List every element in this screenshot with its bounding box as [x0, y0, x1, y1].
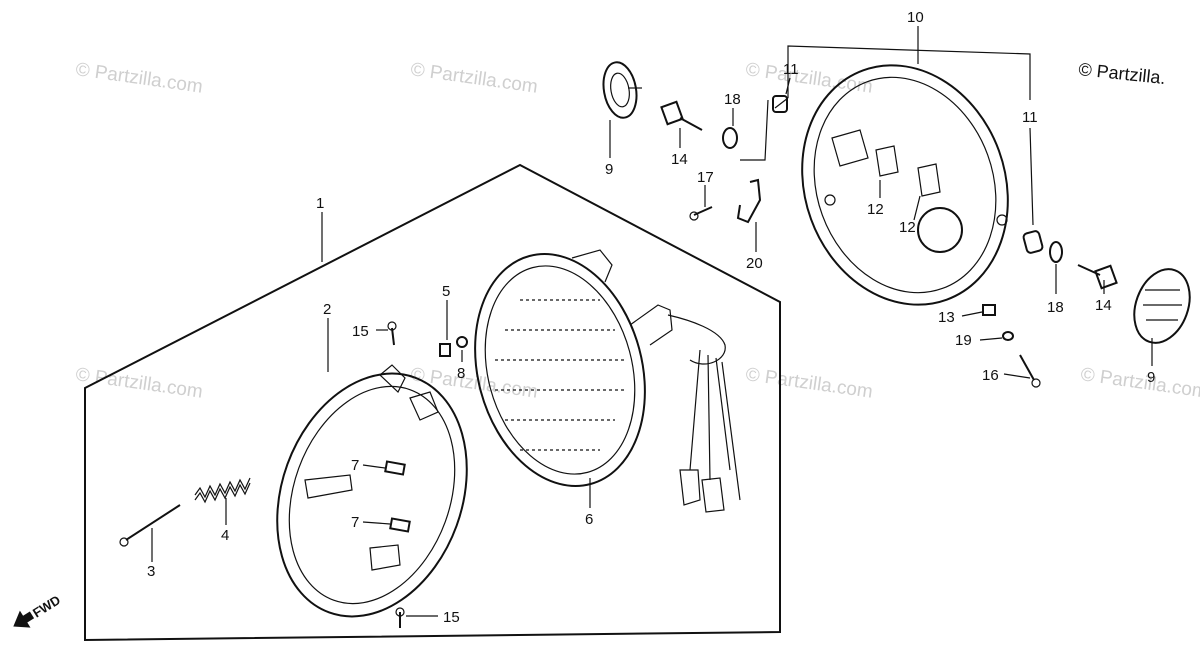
washer-8	[456, 336, 468, 348]
label-part-7a: 7	[351, 457, 359, 474]
bracket-11-right-drop	[1029, 127, 1034, 226]
label-part-14b: 14	[1095, 297, 1112, 314]
washer-18-right	[1049, 241, 1063, 263]
label-part-18b: 18	[1047, 299, 1064, 316]
part-labels: 1 2 3 4 5 6 7 7 8 9 9 10 11 11 12 12 13 …	[147, 9, 1155, 626]
watermark-3: © Partzilla.com	[744, 59, 874, 98]
label-part-11a: 11	[783, 61, 799, 78]
leader-7b	[362, 521, 391, 525]
label-part-5: 5	[442, 283, 450, 300]
bolt-14-right	[1077, 264, 1118, 290]
label-part-19: 19	[955, 332, 972, 349]
label-part-20: 20	[746, 255, 763, 272]
fwd-arrow-icon	[13, 610, 35, 628]
fwd-indicator: FWD	[13, 592, 63, 628]
label-part-12a: 12	[867, 201, 884, 218]
screw-16	[1019, 354, 1041, 388]
label-part-18a: 18	[724, 91, 741, 108]
label-part-4: 4	[221, 527, 229, 544]
nut-5	[439, 343, 451, 357]
screw-15-lower	[395, 607, 405, 628]
label-part-15a: 15	[352, 323, 369, 340]
washer-18-left	[722, 127, 738, 149]
spring	[194, 477, 251, 504]
label-part-9b: 9	[1147, 369, 1155, 386]
leader-7a	[362, 464, 386, 469]
clip-7-lower	[389, 517, 411, 533]
label-part-3: 3	[147, 563, 155, 580]
washer-19	[1002, 331, 1014, 341]
label-part-16: 16	[982, 367, 999, 384]
assembly-outline	[84, 163, 781, 642]
label-part-12b: 12	[899, 219, 916, 236]
copyright-text: © Partzilla.	[1078, 59, 1167, 88]
clip-7-upper	[384, 460, 406, 476]
bracket-11	[787, 45, 1031, 100]
bracket-18-link	[740, 99, 769, 161]
fwd-label: FWD	[30, 592, 63, 620]
label-part-2: 2	[323, 301, 331, 318]
bracket-11-left-tip	[774, 97, 789, 109]
watermark-6: © Partzilla.com	[744, 364, 874, 403]
bracket-20	[736, 178, 762, 224]
cap-9-left	[602, 61, 642, 119]
leader-16	[1003, 373, 1031, 379]
watermark-1: © Partzilla.com	[74, 59, 204, 98]
label-part-11b: 11	[1022, 109, 1038, 126]
label-part-7b: 7	[351, 514, 359, 531]
label-part-14a: 14	[671, 151, 688, 168]
label-part-17: 17	[697, 169, 714, 186]
leader-13	[961, 311, 983, 317]
leader-11a	[785, 77, 791, 95]
collar-11-left	[772, 95, 788, 113]
headlight-case	[801, 64, 1009, 306]
nut-13	[982, 304, 996, 316]
leader-12b	[913, 195, 921, 221]
label-part-13: 13	[938, 309, 955, 326]
sealed-beam-unit	[474, 249, 741, 513]
long-screw	[119, 504, 181, 547]
watermark-7: © Partzilla.com	[1079, 364, 1200, 403]
screw-17	[689, 206, 713, 221]
label-part-1: 1	[316, 195, 324, 212]
headlight-rim	[276, 364, 468, 618]
label-part-6: 6	[585, 511, 593, 528]
cap-9-right	[1133, 268, 1191, 344]
label-part-9a: 9	[605, 161, 613, 178]
label-part-10: 10	[907, 9, 924, 26]
bolt-14-left	[660, 100, 703, 131]
label-part-15b: 15	[443, 609, 460, 626]
collar-11-right	[1022, 230, 1044, 254]
leader-19	[979, 337, 1003, 341]
label-part-8: 8	[457, 365, 465, 382]
watermark-2: © Partzilla.com	[409, 59, 539, 98]
screw-15-upper	[387, 321, 397, 346]
